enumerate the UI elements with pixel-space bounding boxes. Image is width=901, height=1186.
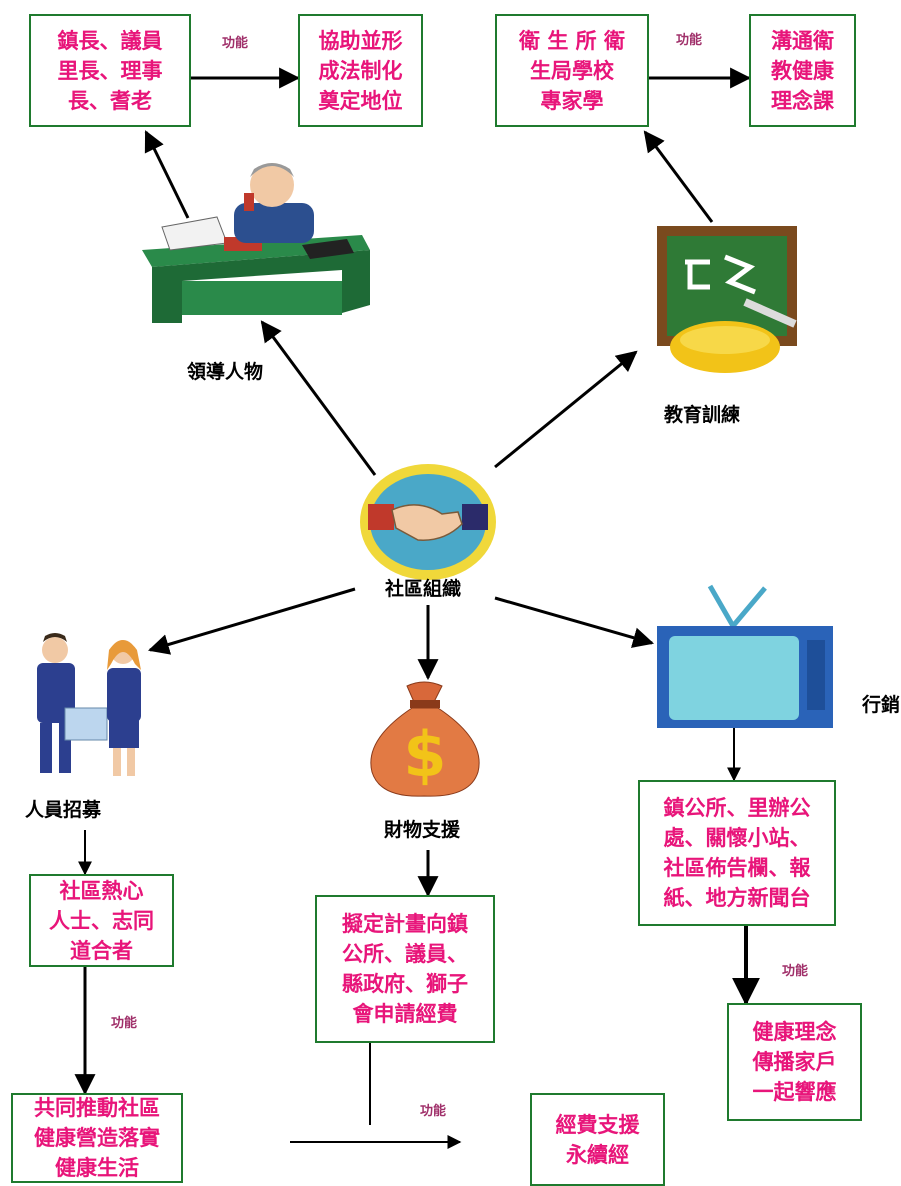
finance-label: 財物支援 xyxy=(384,819,461,841)
svg-text:$: $ xyxy=(403,718,446,791)
arrow-center-to-marketing xyxy=(494,596,655,648)
money-bag-icon: $ xyxy=(370,681,480,797)
handshake-icon xyxy=(360,464,496,580)
arrow-center-to-education xyxy=(494,350,638,469)
education-label: 教育訓練 xyxy=(664,404,741,426)
leader-function-text: 協助並形 成法制化 奠定地位 xyxy=(318,28,403,113)
recruit-function-box: 共同推動社區 健康營造落實 健康生活 xyxy=(11,1093,183,1183)
leader-members-box: 鎮長、議員 里長、理事 長、耆老 xyxy=(29,14,191,127)
finance-function-text: 經費支援 永續經 xyxy=(555,1112,640,1167)
marketing-members-box: 鎮公所、里辦公 處、關懷小站、 社區佈告欄、報 紙、地方新聞台 xyxy=(638,780,836,926)
marketing-label: 行銷 xyxy=(862,694,901,716)
education-function-label: 功能 xyxy=(676,33,703,48)
recruit-members-text: 社區熱心 人士、志同 道合者 xyxy=(49,878,154,963)
marketing-members-text: 鎮公所、里辦公 處、關懷小站、 社區佈告欄、報 紙、地方新聞台 xyxy=(663,796,811,910)
education-function-text: 溝通衛 教健康 理念課 xyxy=(771,28,834,113)
education-function-box: 溝通衛 教健康 理念課 xyxy=(749,14,856,127)
recruit-label: 人員招募 xyxy=(25,799,102,821)
arrow-education-pic-to-box xyxy=(643,130,714,223)
recruit-function-text: 共同推動社區 健康營造落實 健康生活 xyxy=(34,1096,160,1180)
arrow-center-to-leader xyxy=(260,320,377,476)
leader-function-box: 協助並形 成法制化 奠定地位 xyxy=(298,14,423,127)
center-label: 社區組織 xyxy=(385,578,462,600)
television-icon xyxy=(657,584,833,728)
leader-label: 領導人物 xyxy=(187,361,264,383)
people-meeting-icon xyxy=(37,633,141,776)
recruit-members-box: 社區熱心 人士、志同 道合者 xyxy=(29,874,174,967)
education-members-text: 衛 生 所 衛 生局學校 專家學 xyxy=(519,28,625,113)
finance-function-box: 經費支援 永續經 xyxy=(530,1093,665,1186)
marketing-function-box: 健康理念 傳播家戶 一起響應 xyxy=(727,1003,862,1121)
chalkboard-icon xyxy=(657,226,797,373)
recruit-function-label: 功能 xyxy=(111,1016,138,1031)
arrow-center-to-recruit xyxy=(147,587,356,655)
marketing-function-text: 健康理念 傳播家戶 一起響應 xyxy=(752,1020,837,1104)
finance-members-text: 擬定計畫向鎮 公所、議員、 縣政府、獅子 會申請經費 xyxy=(342,912,468,1026)
businessman-at-desk-icon xyxy=(142,163,370,323)
leader-function-label: 功能 xyxy=(222,36,249,51)
marketing-function-label: 功能 xyxy=(782,964,809,979)
arrow-leader-pic-to-box xyxy=(144,130,190,219)
education-members-box: 衛 生 所 衛 生局學校 專家學 xyxy=(495,14,649,127)
finance-members-box: 擬定計畫向鎮 公所、議員、 縣政府、獅子 會申請經費 xyxy=(315,895,495,1043)
leader-members-text: 鎮長、議員 里長、理事 長、耆老 xyxy=(57,28,163,113)
finance-function-label: 功能 xyxy=(420,1104,447,1119)
